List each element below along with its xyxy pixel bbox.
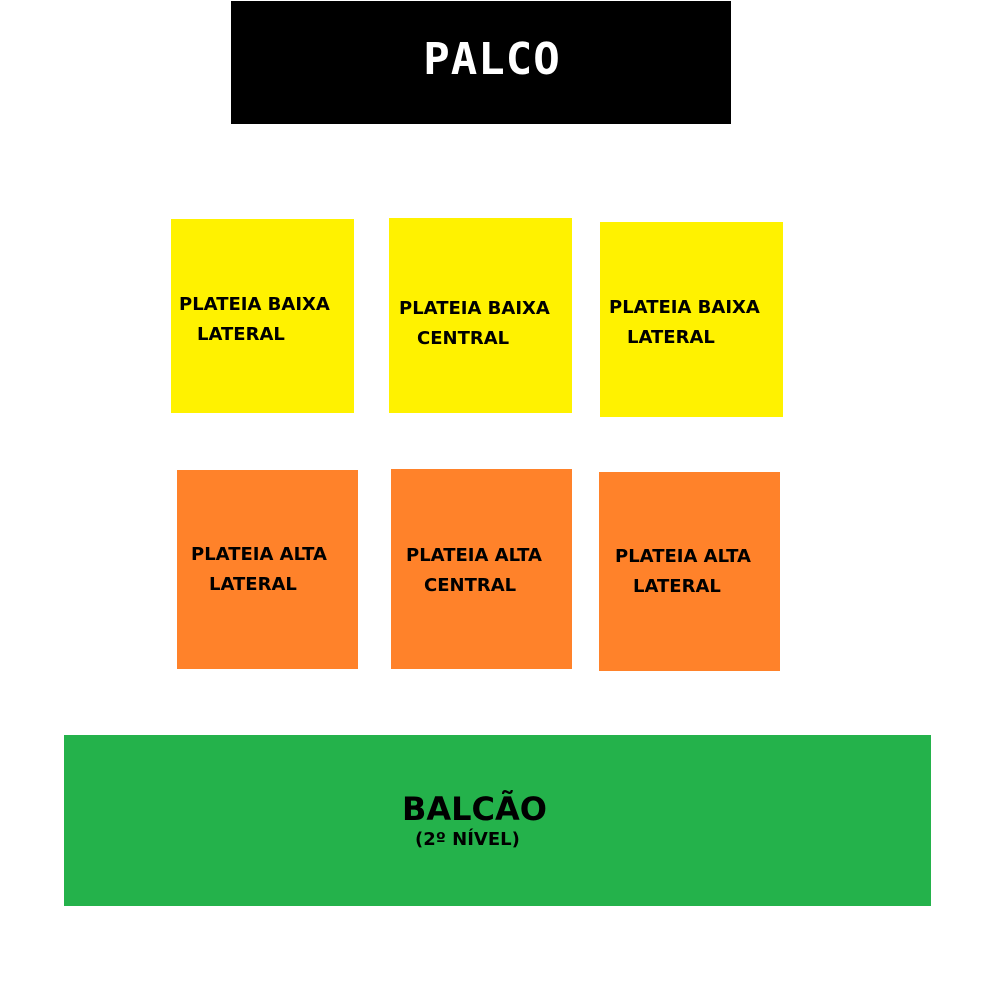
sector-label-line2: LATERAL <box>209 574 297 595</box>
sector-label-line2: LATERAL <box>633 576 721 597</box>
sector-label-line1: PLATEIA BAIXA <box>179 294 330 315</box>
sector-plateia-alta-lateral-right[interactable]: PLATEIA ALTA LATERAL <box>599 472 780 671</box>
sector-balcao[interactable]: BALCÃO (2º NÍVEL) <box>64 735 931 906</box>
sector-plateia-baixa-lateral-right[interactable]: PLATEIA BAIXA LATERAL <box>600 222 783 417</box>
sector-plateia-alta-lateral-left[interactable]: PLATEIA ALTA LATERAL <box>177 470 358 669</box>
sector-label-line2: CENTRAL <box>417 328 510 349</box>
sector-plateia-baixa-central[interactable]: PLATEIA BAIXA CENTRAL <box>389 218 572 413</box>
balcao-title: BALCÃO <box>402 790 547 828</box>
sector-plateia-alta-central[interactable]: PLATEIA ALTA CENTRAL <box>391 469 572 669</box>
sector-label-line1: PLATEIA ALTA <box>191 544 327 565</box>
sector-label-line2: LATERAL <box>197 324 285 345</box>
sector-label-line1: PLATEIA BAIXA <box>399 298 550 319</box>
sector-label-line1: PLATEIA ALTA <box>406 545 542 566</box>
sector-label-line1: PLATEIA ALTA <box>615 546 751 567</box>
stage-label: PALCO <box>423 34 561 85</box>
sector-label-line1: PLATEIA BAIXA <box>609 297 760 318</box>
sector-plateia-baixa-lateral-left[interactable]: PLATEIA BAIXA LATERAL <box>171 219 354 413</box>
stage-block[interactable]: PALCO <box>231 1 731 124</box>
sector-label-line2: LATERAL <box>627 327 715 348</box>
balcao-subtitle: (2º NÍVEL) <box>415 829 520 850</box>
sector-label-line2: CENTRAL <box>424 575 517 596</box>
